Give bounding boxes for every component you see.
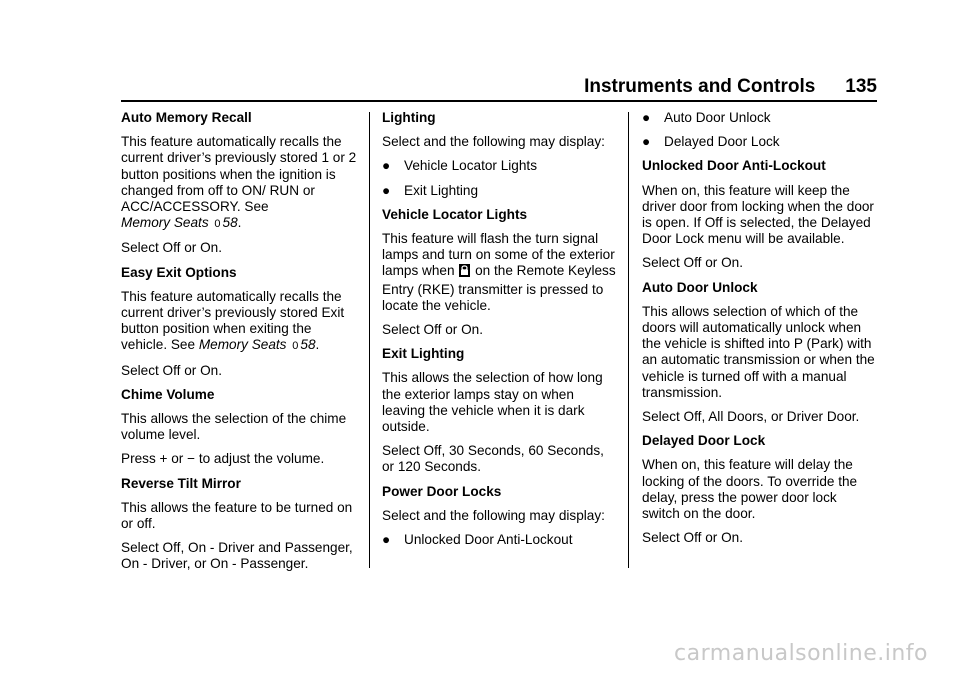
list-item: ● Vehicle Locator Lights: [382, 158, 618, 174]
column-1: Auto Memory Recall This feature automati…: [121, 110, 357, 581]
period: .: [237, 215, 242, 231]
page-number: 135: [845, 76, 877, 97]
select-text: Select Off or On.: [642, 530, 743, 546]
list-item-label: Exit Lighting: [404, 182, 479, 198]
column-2: Lighting Select and the following may di…: [382, 110, 618, 556]
paragraph-text: on the Remote Keyless Entry (RKE) transm…: [382, 263, 616, 313]
paragraph-chime-press: Press + or − to adjust the volume.: [121, 451, 325, 467]
heading-vehicle-locator-lights: Vehicle Locator Lights: [382, 206, 528, 222]
paragraph-text: This feature automatically recalls the c…: [121, 134, 357, 215]
page-ref-arrow: 0: [214, 218, 221, 231]
paragraph-anti-lockout: When on, this feature will keep the driv…: [642, 182, 874, 247]
page-ref-number[interactable]: 58: [222, 215, 238, 231]
paragraph-text: This feature automatically recalls the c…: [121, 288, 345, 353]
paragraph-chime: This allows the selection of the chime v…: [121, 411, 347, 443]
page-header: Instruments and Controls 135: [121, 72, 877, 98]
heading-chime-volume: Chime Volume: [121, 386, 215, 402]
list-item: ● Unlocked Door Anti-Lockout: [382, 532, 618, 548]
paragraph-locks: Select and the following may display:: [382, 507, 605, 523]
select-text: Select Off or On.: [121, 240, 222, 256]
key-fob-lock-icon: [459, 264, 471, 281]
paragraph-text: This feature will flash the turn signal …: [382, 231, 615, 279]
heading-power-door-locks: Power Door Locks: [382, 483, 502, 499]
paragraph-lighting: Select and the following may display:: [382, 134, 605, 150]
select-text: Select Off, All Doors, or Driver Door.: [642, 409, 860, 425]
page-ref-number[interactable]: 58: [300, 337, 316, 353]
heading-lighting: Lighting: [382, 110, 436, 125]
paragraph-auto-unlock: This allows selection of which of the do…: [642, 303, 875, 400]
column-divider-2: [628, 112, 629, 568]
paragraph-tilt: This allows the feature to be turned on …: [121, 499, 353, 532]
column-3: ● Auto Door Unlock ● Delayed Door Lock Unl…: [642, 110, 878, 554]
paragraph-auto-memory: This feature automatically recalls the c…: [121, 134, 357, 232]
heading-auto-door-unlock: Auto Door Unlock: [642, 279, 758, 295]
list-item-label: Vehicle Locator Lights: [404, 158, 538, 174]
heading-unlocked-door-anti-lockout: Unlocked Door Anti-Lockout: [642, 158, 826, 174]
select-text: Select Off or On.: [642, 255, 743, 271]
bullet-icon: ●: [382, 532, 391, 548]
paragraph-easy-exit: This feature automatically recalls the c…: [121, 289, 357, 355]
paragraph-exit: This allows the selection of how long th…: [382, 370, 603, 435]
watermark-text: carmanualsonline.info: [674, 641, 928, 666]
heading-reverse-tilt-mirror: Reverse Tilt Mirror: [121, 475, 241, 491]
heading-exit-lighting: Exit Lighting: [382, 346, 465, 362]
section-title: Instruments and Controls: [584, 76, 816, 97]
header-rule: [121, 100, 877, 102]
heading-delayed-door-lock: Delayed Door Lock: [642, 433, 766, 449]
bullet-icon: ●: [382, 182, 391, 198]
list-item: ● Delayed Door Lock: [642, 134, 878, 150]
bullet-icon: ●: [642, 134, 651, 150]
select-text: Select Off, 30 Seconds, 60 Seconds, or 1…: [382, 443, 604, 475]
select-text: Select Off or On.: [382, 322, 483, 338]
list-item-label: Delayed Door Lock: [664, 134, 780, 150]
period: .: [315, 337, 320, 353]
paragraph-delayed-lock: When on, this feature will delay the loc…: [642, 457, 858, 522]
list-item-label: Auto Door Unlock: [664, 110, 771, 125]
list-item: ● Auto Door Unlock: [642, 110, 878, 126]
bullet-icon: ●: [642, 110, 651, 125]
column-divider-1: [369, 112, 370, 568]
heading-auto-memory-recall: Auto Memory Recall: [121, 110, 252, 125]
paragraph-locator: This feature will flash the turn signal …: [382, 231, 618, 314]
list-item: ● Exit Lighting: [382, 183, 618, 199]
select-text: Select Off, On - Driver and Passenger, O…: [121, 540, 353, 572]
page-ref-arrow: 0: [292, 340, 299, 353]
list-item-label: Unlocked Door Anti-Lockout: [404, 532, 573, 548]
heading-easy-exit-options: Easy Exit Options: [121, 264, 237, 280]
cross-reference-link[interactable]: Memory Seats: [121, 215, 209, 231]
bullet-icon: ●: [382, 158, 391, 174]
select-text: Select Off or On.: [121, 362, 222, 378]
cross-reference-link[interactable]: Memory Seats: [198, 337, 287, 353]
